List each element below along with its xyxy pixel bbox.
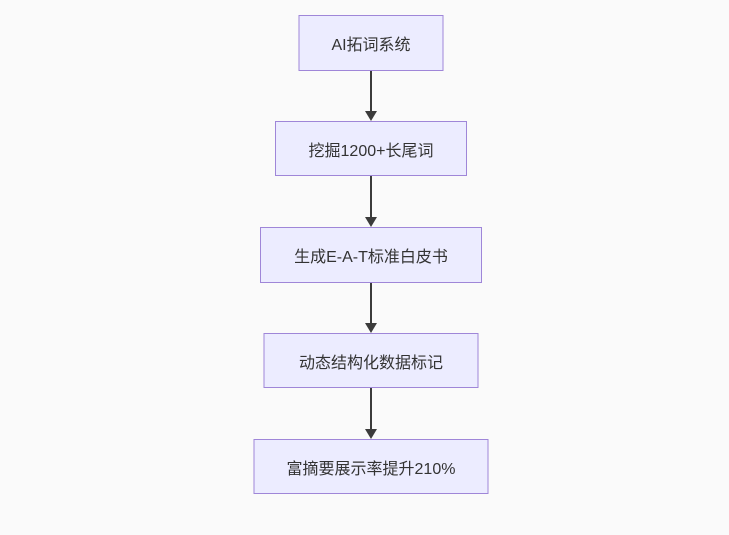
- flow-arrow-line-2: [370, 176, 372, 217]
- node-dynamic-structured-data-markup: 动态结构化数据标记: [263, 333, 479, 388]
- flow-arrow-line-1: [370, 71, 372, 111]
- flow-arrow-line-3: [370, 283, 372, 323]
- flow-arrowhead-1: [365, 111, 377, 121]
- node-label: 生成E-A-T标准白皮书: [294, 249, 448, 266]
- node-label: 富摘要展示率提升210%: [286, 460, 456, 478]
- node-label: AI拓词系统: [331, 37, 411, 54]
- node-label: 动态结构化数据标记: [298, 354, 443, 372]
- flow-arrowhead-2: [365, 217, 377, 227]
- flow-arrowhead-4: [365, 429, 377, 439]
- node-rich-snippet-rate-increase: 富摘要展示率提升210%: [253, 439, 489, 494]
- flow-arrow-line-4: [370, 388, 372, 429]
- node-longtail-keyword-mining: 挖掘1200+长尾词: [275, 121, 467, 176]
- node-label: 挖掘1200+长尾词: [308, 142, 434, 160]
- flow-arrowhead-3: [365, 323, 377, 333]
- node-ai-word-expansion-system: AI拓词系统: [298, 15, 444, 71]
- node-eat-standard-whitepaper: 生成E-A-T标准白皮书: [260, 227, 482, 283]
